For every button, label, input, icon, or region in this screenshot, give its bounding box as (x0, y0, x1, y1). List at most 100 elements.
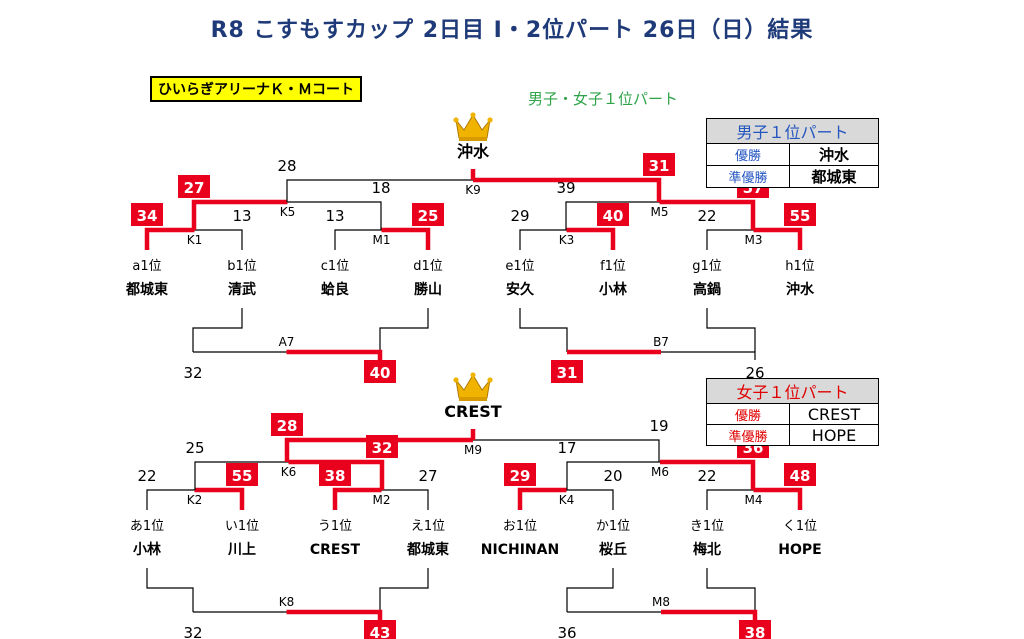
girls-K4-score-right: 20 (603, 467, 622, 485)
boys-team-name: 勝山 (414, 281, 442, 298)
boys-team-seed: d1位 (413, 259, 443, 274)
girls-team-seed: う1位 (318, 519, 352, 534)
boys-K3-score-right-box (597, 203, 629, 226)
boys-B7-left-feed (519, 308, 568, 352)
boys-K5-label: K5 (280, 205, 296, 219)
boys-runnerup-label: 準優勝 (706, 165, 790, 188)
girls-K2-left-line (146, 489, 195, 510)
girls-winner-value: CREST (789, 403, 879, 425)
girls-M4-score-left: 22 (697, 467, 716, 485)
girls-champion-name: CREST (444, 402, 502, 421)
girls-result-header: 女子１位パート (706, 378, 879, 404)
girls-K8-left-feed (146, 568, 194, 612)
boys-M5-right-line (659, 199, 756, 230)
girls-K4-score-left-box (504, 463, 536, 486)
boys-team-name: 高鍋 (693, 281, 721, 298)
girls-K4-score-left: 29 (510, 467, 531, 485)
boys-crown-icon-jewel (470, 112, 476, 118)
boys-result-header: 男子１位パート (706, 118, 879, 144)
boys-B7-right-feed (706, 308, 756, 352)
girls-M8-left-feed (566, 568, 614, 612)
boys-crown-icon-shape (455, 114, 491, 139)
boys-M3-score-left: 22 (697, 207, 716, 225)
girls-M6-left-line (566, 461, 660, 490)
boys-crown-icon-jewel (453, 117, 459, 123)
girls-M4-label: M4 (745, 493, 763, 507)
girls-M2-left-line (332, 487, 382, 510)
girls-K8-right-line (286, 609, 383, 620)
boys-M1-score-left: 13 (325, 207, 344, 225)
boys-team-seed: c1位 (321, 259, 349, 274)
boys-K9-label: K9 (465, 183, 481, 197)
girls-team-seed: か1位 (596, 519, 630, 534)
boys-team-name: 安久 (506, 281, 535, 298)
girls-M9-right-line (473, 439, 660, 462)
girls-M2-score-left-box (319, 463, 351, 486)
boys-A7-right-line (286, 349, 383, 360)
boys-A7-right-feed (379, 308, 429, 352)
boys-K1-left-line (144, 227, 195, 250)
girls-result-table: 女子１位パート 優勝 CREST 準優勝 HOPE (706, 378, 879, 446)
boys-M1-score-right: 25 (418, 207, 439, 225)
boys-K9-right-line (473, 177, 662, 202)
boys-M5-score-left: 39 (556, 179, 575, 197)
girls-K2-score-right-box (226, 463, 258, 486)
girls-team-name: 都城東 (406, 541, 449, 558)
boys-K9-score-right: 31 (649, 157, 670, 175)
girls-K8-label: K8 (279, 595, 295, 609)
girls-K4-right-line (566, 489, 614, 510)
boys-team-seed: e1位 (505, 259, 534, 274)
boys-team-name: 蛤良 (321, 281, 349, 298)
girls-K6-left-line (194, 461, 289, 490)
girls-M8-score-left: 36 (557, 624, 576, 639)
boys-K9-left-line (286, 179, 473, 202)
boys-B7-right-line (661, 351, 756, 360)
girls-K8-score-right-box (364, 620, 396, 639)
boys-A7-label: A7 (279, 335, 295, 349)
girls-M8-label: M8 (652, 595, 670, 609)
boys-K1-score-right: 13 (232, 207, 251, 225)
boys-team-seed: h1位 (785, 259, 815, 274)
girls-crown-icon-jewel (487, 377, 493, 383)
girls-K8-score-right: 43 (370, 624, 391, 639)
boys-team-seed: g1位 (692, 259, 722, 274)
boys-team-name: 都城東 (125, 281, 168, 298)
girls-team-seed: き1位 (690, 519, 724, 534)
girls-team-seed: え1位 (411, 519, 445, 534)
boys-crown-icon-band (459, 137, 487, 141)
boys-crown-icon (453, 112, 493, 141)
boys-M3-label: M3 (745, 233, 763, 247)
boys-A7-score-right-box (364, 360, 396, 383)
girls-K6-score-right: 32 (372, 439, 393, 457)
girls-crown-icon-jewel (470, 372, 476, 378)
girls-M8-right-feed (706, 568, 756, 612)
girls-M2-label: M2 (373, 493, 391, 507)
girls-crown-icon-shape (455, 374, 491, 399)
girls-crown-icon-jewel (453, 377, 459, 383)
girls-K6-right-line (288, 459, 385, 490)
girls-K6-score-left: 25 (185, 439, 204, 457)
boys-A7-score-left: 32 (183, 364, 202, 382)
girls-M2-score-left: 38 (325, 467, 346, 485)
boys-team-name: 沖水 (786, 281, 815, 298)
boys-champion-name: 沖水 (457, 142, 490, 161)
boys-K5-right-line (287, 201, 382, 230)
boys-team-seed: f1位 (600, 259, 626, 274)
boys-K3-score-left: 29 (510, 207, 529, 225)
boys-K5-score-left-box (178, 175, 210, 198)
boys-K3-left-line (519, 229, 567, 250)
boys-M3-left-line (706, 229, 754, 250)
boys-K3-score-right: 40 (603, 207, 624, 225)
girls-M6-label: M6 (651, 465, 669, 479)
girls-team-name: 桜丘 (599, 541, 627, 558)
girls-team-name: HOPE (778, 542, 821, 558)
boys-K5-score-right: 18 (371, 179, 390, 197)
boys-B7-score-left-box (551, 360, 583, 383)
boys-M1-score-right-box (412, 203, 444, 226)
girls-crown-icon (453, 372, 493, 401)
girls-M9-left-line (284, 437, 473, 462)
venue-label: ひいらぎアリーナＫ・Ｍコート (150, 76, 362, 102)
girls-M6-score-left: 17 (557, 439, 576, 457)
boys-A7-left-feed (192, 308, 243, 352)
